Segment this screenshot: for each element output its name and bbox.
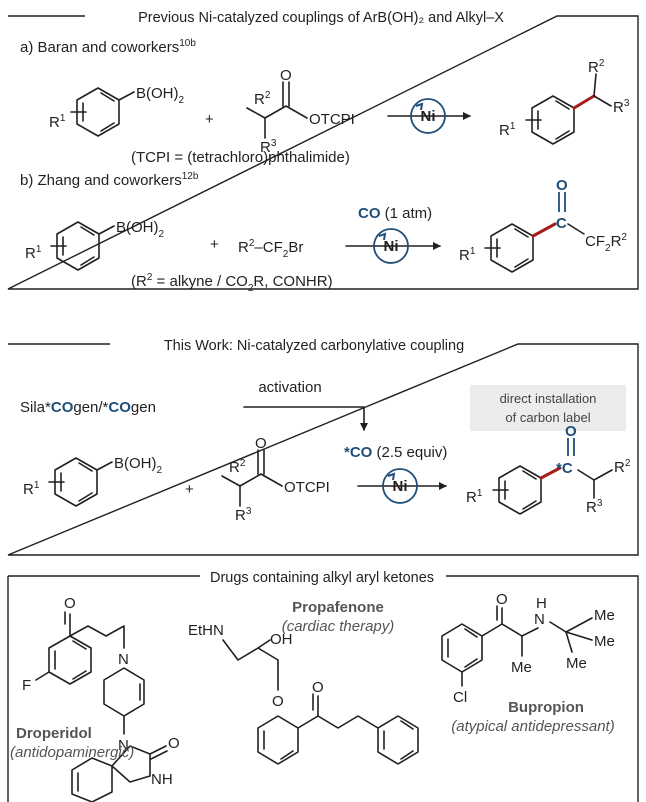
section-a-label: a) Baran and coworkers10b — [20, 38, 196, 56]
tcpi-note: (TCPI = (tetrachloro)phthalimide) — [131, 149, 350, 166]
plus-sign-b: + — [210, 236, 219, 253]
svg-text:O: O — [556, 177, 568, 194]
svg-text:CF2R2: CF2R2 — [585, 232, 627, 254]
svg-text:B(OH)2: B(OH)2 — [136, 85, 185, 106]
svg-text:Cl: Cl — [453, 689, 467, 706]
svg-text:R3: R3 — [613, 98, 630, 116]
svg-text:N: N — [534, 611, 545, 628]
svg-text:direct installation: direct installation — [500, 391, 597, 406]
svg-text:(atypical antidepressant): (atypical antidepressant) — [451, 718, 614, 735]
svg-text:N: N — [118, 651, 129, 668]
svg-text:EtHN: EtHN — [188, 622, 224, 639]
svg-text:of carbon label: of carbon label — [505, 410, 590, 425]
svg-text:Me: Me — [511, 659, 532, 676]
svg-text:R1: R1 — [25, 244, 42, 262]
ni-catalyst-arrow-a: Ni — [387, 98, 471, 134]
svg-text:R2: R2 — [614, 458, 631, 476]
panel-this-work: This Work: Ni-catalyzed carbonylative co… — [7, 338, 639, 556]
svg-text:N: N — [118, 737, 129, 754]
svg-text:Me: Me — [566, 655, 587, 672]
svg-text:Ni: Ni — [393, 478, 408, 495]
svg-text:Me: Me — [594, 607, 615, 624]
svg-text:B(OH)2: B(OH)2 — [116, 219, 165, 240]
svg-text:R1: R1 — [499, 121, 516, 139]
svg-text:O: O — [272, 693, 284, 710]
svg-text:OTCPI: OTCPI — [284, 479, 330, 496]
svg-text:Droperidol: Droperidol — [16, 725, 92, 742]
svg-text:F: F — [22, 677, 31, 694]
droperidol-structure: F O N N O NH Droperidol (antidopaminergi… — [10, 595, 180, 802]
b-substituent-note: (R2 = alkyne / CO2R, CONHR) — [131, 272, 333, 294]
svg-text:O: O — [496, 591, 508, 608]
svg-text:Ni: Ni — [421, 108, 436, 125]
svg-text:Me: Me — [594, 633, 615, 650]
ni-catalyst-arrow-b: CO (1 atm) Ni — [345, 205, 441, 264]
product-labeled-ketone: O *CO *C R2 R3 R1 — [466, 423, 631, 516]
plus-sign-2: + — [185, 481, 194, 498]
bupropion-structure: Cl O Me N H Me Me Me Bupropion (atypical… — [441, 591, 615, 735]
svg-text:CO (1 atm): CO (1 atm) — [358, 205, 432, 222]
svg-text:R1: R1 — [466, 488, 483, 506]
panel-title-3: Drugs containing alkyl aryl ketones — [210, 570, 434, 586]
svg-text:R2: R2 — [588, 58, 605, 76]
ni-catalyst-arrow-2: Ni — [357, 468, 447, 504]
bromodifluoro-reagent: R2–CF2Br — [238, 238, 303, 260]
activation-label: activation — [258, 379, 321, 396]
panel-drugs: Drugs containing alkyl aryl ketones F O … — [7, 570, 639, 802]
svg-text:(cardiac therapy): (cardiac therapy) — [282, 618, 395, 635]
panel-title: Previous Ni-catalyzed couplings of ArB(O… — [138, 10, 504, 26]
svg-text:R1: R1 — [23, 480, 40, 498]
svg-text:R1: R1 — [459, 246, 476, 264]
svg-text:R3: R3 — [235, 506, 252, 524]
svg-text:Propafenone: Propafenone — [292, 599, 384, 616]
svg-text:O: O — [255, 435, 267, 452]
aryl-boronic-acid-b: B(OH)2 R1 — [25, 219, 165, 271]
svg-text:O: O — [280, 67, 292, 84]
plus-sign: + — [205, 111, 214, 128]
aryl-boronic-acid-2: B(OH)2 R1 — [23, 455, 163, 507]
svg-text:B(OH)2: B(OH)2 — [114, 455, 163, 476]
svg-text:O: O — [168, 735, 180, 752]
product-b: O C CF2R2 R1 — [459, 177, 627, 273]
sila-cogen-reagent: Sila*COgen/*COgen — [20, 399, 156, 416]
svg-text:R3: R3 — [586, 498, 603, 516]
product-a: R2 R3 R1 — [499, 58, 630, 145]
svg-text:OH: OH — [270, 631, 293, 648]
aryl-boronic-acid-a: B(OH)2 R1 — [49, 85, 185, 137]
panel-previous-couplings: Previous Ni-catalyzed couplings of ArB(O… — [7, 10, 639, 294]
svg-text:H: H — [536, 595, 547, 612]
propafenone-structure: Propafenone (cardiac therapy) EtHN OH O … — [188, 599, 419, 765]
panel-title-2: This Work: Ni-catalyzed carbonylative co… — [164, 338, 464, 354]
svg-text:NH: NH — [151, 771, 173, 788]
svg-text:(antidopaminergic): (antidopaminergic) — [10, 744, 134, 761]
svg-text:R2: R2 — [254, 90, 271, 108]
labeled-co-equiv: *CO (2.5 equiv) — [344, 444, 447, 461]
alkyl-tcpi-ester-2: O R2 R3 OTCPI — [221, 435, 330, 524]
alkyl-tcpi-ester-a: O R2 R3 OTCPI — [246, 67, 355, 156]
install-label-box — [470, 385, 626, 431]
section-b-label: b) Zhang and coworkers12b — [20, 171, 199, 189]
svg-text:R1: R1 — [49, 113, 66, 131]
svg-text:O: O — [565, 423, 577, 440]
svg-text:Ni: Ni — [384, 238, 399, 255]
svg-text:OTCPI: OTCPI — [309, 111, 355, 128]
svg-text:R2: R2 — [229, 458, 246, 476]
svg-text:*C: *C — [556, 460, 573, 477]
svg-text:Bupropion: Bupropion — [508, 699, 584, 716]
svg-text:R3: R3 — [260, 138, 277, 156]
svg-text:O: O — [312, 679, 324, 696]
svg-text:O: O — [64, 595, 76, 612]
svg-text:C: C — [556, 215, 567, 232]
